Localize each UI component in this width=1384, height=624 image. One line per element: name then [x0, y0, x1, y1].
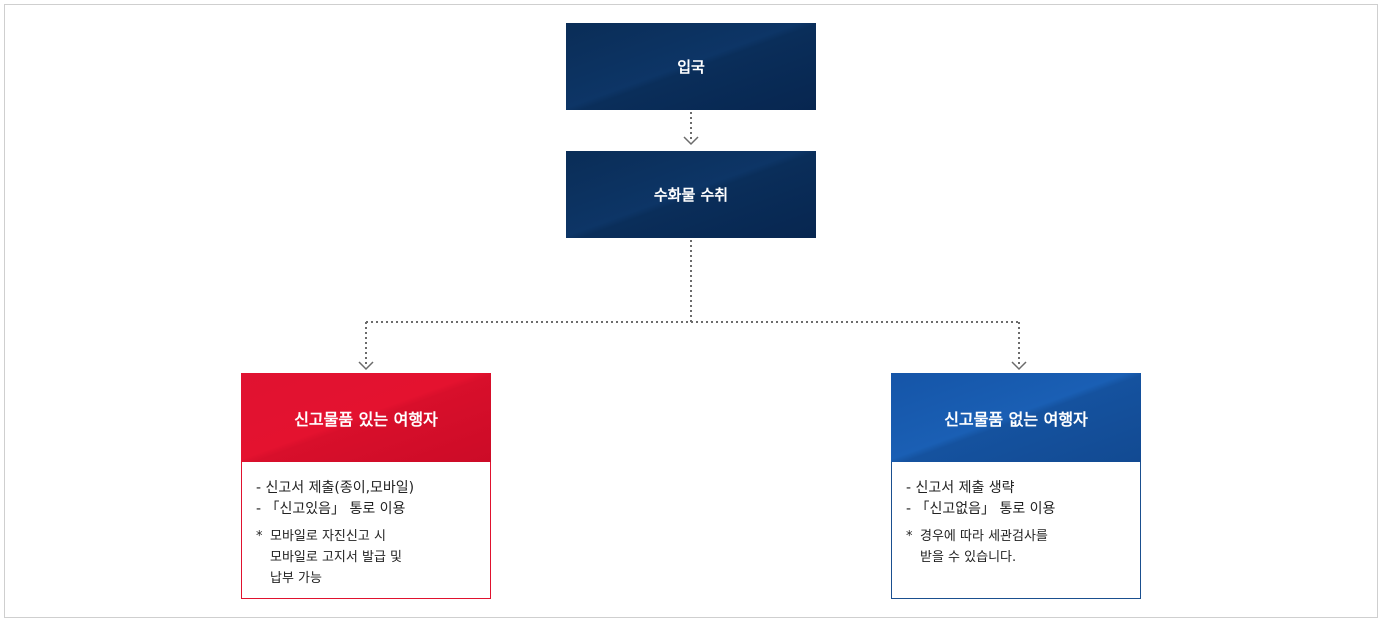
note-text: 모바일로 자진신고 시 모바일로 고지서 발급 및 납부 가능 — [270, 529, 402, 586]
note-mark: * — [256, 529, 263, 544]
branch-no-declare-note: * 경우에 따라 세관검사를 받을 수 있습니다. — [906, 526, 1132, 568]
step-entry-label: 입국 — [677, 58, 705, 76]
arrow-down-icon — [358, 361, 374, 371]
note-mark: * — [906, 529, 913, 544]
list-item: - 신고서 제출(종이,모바일) — [256, 480, 415, 496]
branch-declare-header: 신고물품 있는 여행자 — [241, 373, 491, 462]
note-text: 경우에 따라 세관검사를 받을 수 있습니다. — [920, 529, 1048, 565]
step-baggage-claim: 수화물 수취 — [566, 151, 816, 238]
list-item: - 신고서 제출 생략 — [906, 480, 1015, 496]
list-item: - 「신고있음」 통로 이용 — [256, 501, 406, 517]
step-entry: 입국 — [566, 23, 816, 110]
branch-no-declare-card: 신고물품 없는 여행자 - 신고서 제출 생략 - 「신고없음」 통로 이용 *… — [891, 373, 1141, 599]
diagram-frame — [4, 4, 1378, 618]
branch-declare-note: * 모바일로 자진신고 시 모바일로 고지서 발급 및 납부 가능 — [256, 526, 482, 589]
arrow-down-icon — [683, 136, 699, 146]
branch-declare-card: 신고물품 있는 여행자 - 신고서 제출(종이,모바일) - 「신고있음」 통로… — [241, 373, 491, 599]
branch-no-declare-title: 신고물품 없는 여행자 — [944, 409, 1088, 429]
branch-no-declare-header: 신고물품 없는 여행자 — [891, 373, 1141, 462]
step-baggage-claim-label: 수화물 수취 — [653, 186, 729, 204]
arrow-down-icon — [1011, 361, 1027, 371]
branch-declare-body: - 신고서 제출(종이,모바일) - 「신고있음」 통로 이용 * 모바일로 자… — [256, 478, 482, 589]
branch-no-declare-body: - 신고서 제출 생략 - 「신고없음」 통로 이용 * 경우에 따라 세관검사… — [906, 478, 1132, 568]
branch-declare-title: 신고물품 있는 여행자 — [294, 409, 438, 429]
list-item: - 「신고없음」 통로 이용 — [906, 501, 1056, 517]
